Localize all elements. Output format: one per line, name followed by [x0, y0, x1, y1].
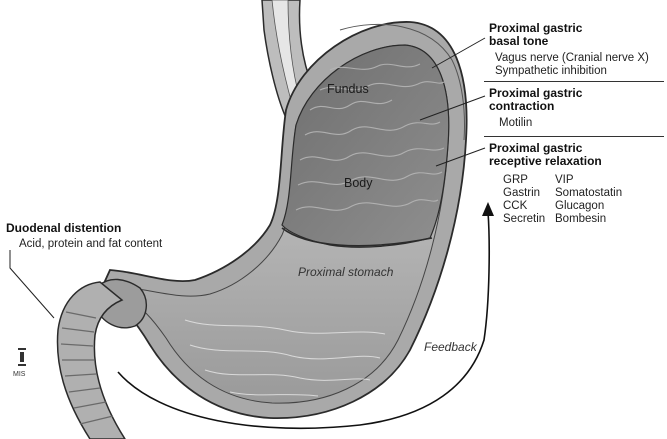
- relaxation-heading-2: receptive relaxation: [489, 155, 602, 168]
- feedback-arrowhead: [482, 202, 494, 216]
- contraction-item-1: Motilin: [499, 117, 532, 130]
- svg-text:MIS: MIS: [13, 371, 26, 378]
- fundus-label: Fundus: [327, 83, 369, 96]
- basal-tone-item-2: Sympathetic inhibition: [495, 65, 607, 78]
- proximal-stomach-label: Proximal stomach: [298, 266, 393, 279]
- relaxation-col1-item-3: CCK: [503, 200, 527, 213]
- basal-tone-heading-2: basal tone: [489, 35, 548, 48]
- feedback-label: Feedback: [424, 341, 477, 354]
- relaxation-col2-item-2: Somatostatin: [555, 187, 622, 200]
- divider-1: [484, 81, 664, 82]
- divider-2: [484, 136, 664, 137]
- contraction-heading-2: contraction: [489, 100, 554, 113]
- relaxation-col1-item-1: GRP: [503, 174, 528, 187]
- duodenal-heading: Duodenal distention: [6, 222, 121, 235]
- relaxation-col2-item-3: Glucagon: [555, 200, 604, 213]
- relaxation-col2-item-1: VIP: [555, 174, 574, 187]
- relaxation-col1-item-4: Secretin: [503, 213, 545, 226]
- duodenal-item: Acid, protein and fat content: [19, 238, 162, 251]
- relaxation-col2-item-4: Bombesin: [555, 213, 606, 226]
- body-label: Body: [344, 177, 373, 190]
- mis-logo: MIS: [13, 348, 26, 378]
- basal-tone-item-1: Vagus nerve (Cranial nerve X): [495, 52, 649, 65]
- relaxation-col1-item-2: Gastrin: [503, 187, 540, 200]
